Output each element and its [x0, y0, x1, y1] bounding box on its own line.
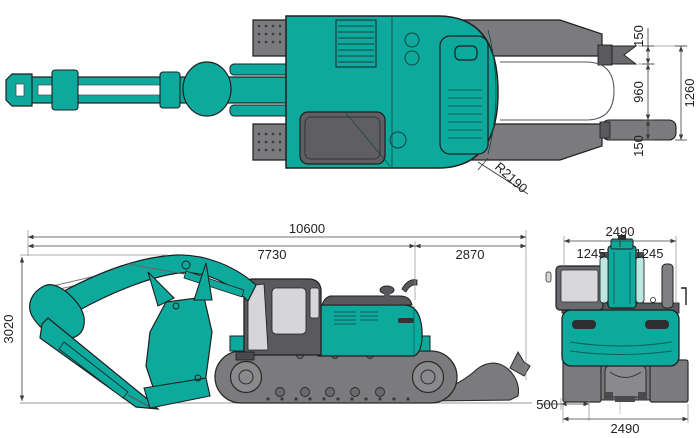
counterweight-crease-2 [569, 350, 673, 355]
deck-cap-2 [404, 50, 420, 66]
sprocket-hub [420, 369, 436, 385]
engine-housing [317, 304, 423, 357]
rear-boom [599, 235, 674, 309]
dim-label-overall-width-top: 2490 [606, 224, 635, 239]
cab-roof-inner [304, 116, 381, 160]
hatch-handle [454, 45, 478, 61]
air-cleaner-stem [384, 293, 390, 298]
deck-diagonal [344, 111, 391, 167]
rear-handle-slot [398, 318, 414, 323]
mirror [545, 271, 552, 283]
top-upper-body [285, 15, 499, 169]
frame-extension-mount [599, 121, 611, 139]
cylinder-cap-right [636, 252, 644, 258]
fuel-cap [650, 297, 656, 303]
engine-cover [321, 295, 413, 306]
boom-cylinder-rod [127, 263, 185, 275]
cab-rear-window [560, 269, 599, 303]
boom-pin-cap [618, 235, 626, 240]
exhaust-pipe [401, 279, 418, 293]
dim-label-half-width-right: 1245 [635, 246, 664, 261]
top-boom [5, 61, 320, 117]
top-view-dimensions [477, 28, 687, 195]
idler-bracket [597, 44, 613, 66]
dim-label-track-edge-top: 150 [631, 25, 646, 47]
arm-tip-claw [509, 350, 531, 377]
boom-collar-mid [159, 71, 181, 109]
engine-vents [334, 311, 378, 325]
folded-front-attachment [29, 254, 257, 410]
cab-door-window [271, 287, 307, 335]
exhaust-stack [661, 263, 674, 309]
track-rollers [275, 351, 385, 397]
body-handrail [681, 287, 687, 305]
boom-foot [607, 245, 637, 309]
rear-view: 2490 1245 1245 500 2490 [536, 224, 689, 436]
rear-cab [545, 265, 604, 311]
idler-wheel [229, 360, 263, 394]
crusher-claw-right [193, 262, 213, 301]
engine-hatch [439, 35, 489, 155]
boom-collar-front [51, 69, 79, 111]
rear-crawler [562, 355, 689, 403]
boom-head [610, 238, 634, 250]
pin-joint-1 [172, 302, 180, 310]
guide-wheel-right [638, 392, 647, 400]
cab-roof [299, 111, 386, 165]
housing-detail [609, 371, 642, 378]
swing-bracket [182, 61, 232, 117]
boom-cylinder-left [599, 256, 609, 304]
deck-cap-3 [389, 131, 407, 149]
work-light [181, 260, 191, 270]
dim-label-overall-track-width: 1260 [682, 79, 697, 108]
vent-slats [338, 25, 374, 63]
idler-hub [238, 369, 254, 385]
guide-wheel-left [604, 392, 613, 400]
hatch-ribs [448, 89, 482, 139]
top-view: 150 960 150 1260 R2190 [5, 15, 697, 196]
cab-step [235, 351, 255, 361]
dim-label-frame-inner-width: 960 [631, 81, 646, 103]
track-shoe-bolts [257, 24, 282, 152]
arm-cylinder-rod [127, 394, 151, 408]
pin-joint-2 [194, 374, 202, 382]
counterweight [561, 309, 680, 367]
tip-slot [15, 83, 25, 97]
dim-label-overall-length: 10600 [289, 221, 325, 236]
dim-label-machine-length: 7730 [258, 247, 287, 262]
dim-label-tail-swing-radius: R2190 [492, 159, 531, 196]
tail-light-right [645, 320, 669, 329]
carbody-inner-outline [500, 61, 615, 121]
rear-view-dimensions [540, 236, 689, 423]
tail-light-left [572, 320, 596, 329]
crusher-claw-left [147, 271, 175, 307]
boom-cylinder-right [635, 256, 645, 304]
radius-leader-line [477, 161, 529, 195]
dim-label-transport-height: 3020 [1, 315, 16, 344]
sprocket-wheel [411, 360, 445, 394]
radius-tick [477, 157, 489, 171]
counterweight-crease-1 [569, 341, 673, 347]
cab-front-window [247, 283, 269, 351]
side-view: 10600 7730 2870 3020 [1, 221, 532, 410]
shoe-dots [266, 397, 410, 401]
cab-rear-window [309, 287, 320, 319]
dim-label-rear-attachment-length: 2870 [456, 247, 485, 262]
dim-label-half-width-left: 1245 [577, 246, 606, 261]
dim-label-shoe-width: 500 [536, 397, 558, 412]
crusher-base-plate [143, 377, 211, 409]
arm-cylinder [58, 341, 129, 399]
air-cleaner [379, 285, 395, 295]
side-view-dimensions [19, 230, 527, 401]
idler-fork [611, 45, 638, 65]
frame-foot [615, 396, 635, 402]
stick-arm [39, 317, 160, 410]
dim-label-overall-width-bottom: 2490 [611, 421, 640, 436]
dim-label-track-edge-bottom: 150 [631, 135, 646, 157]
counterweight-curve [487, 29, 497, 155]
deck-cap-1 [404, 32, 420, 48]
cylinder-cap-left [600, 252, 608, 258]
